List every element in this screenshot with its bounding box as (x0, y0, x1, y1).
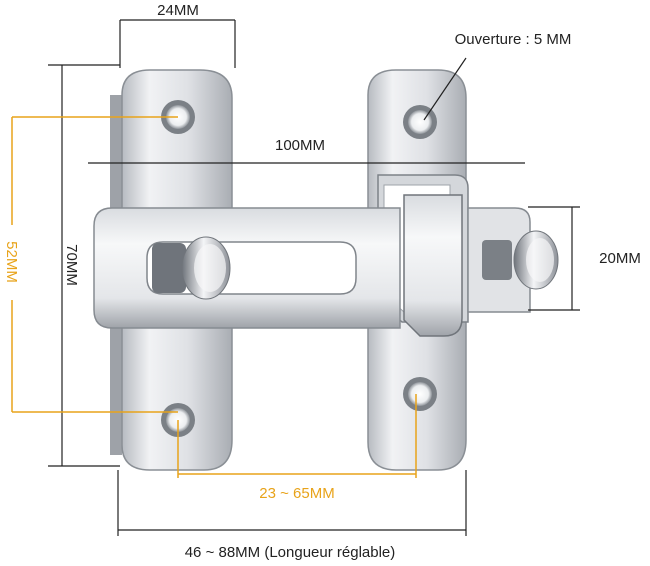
label-height-total: 70MM (63, 244, 80, 286)
sliding-bar (93, 207, 401, 329)
label-bolt-height: 20MM (599, 250, 641, 267)
label-width-total: 100MM (275, 137, 325, 154)
dimension-lines (48, 19, 580, 536)
label-adjustable-length: 46 ~ 88MM (Longueur réglable) (185, 544, 396, 561)
bolt-keeper (467, 207, 559, 313)
receiver-strap (403, 194, 463, 337)
label-hole-spacing-vertical: 52MM (3, 241, 20, 283)
label-hole-spacing-horizontal: 23 ~ 65MM (259, 485, 334, 502)
highlight-dimension-lines (11, 116, 417, 478)
label-width-top: 24MM (157, 2, 199, 19)
label-hole-diameter: Ouverture : 5 MM (455, 31, 572, 48)
